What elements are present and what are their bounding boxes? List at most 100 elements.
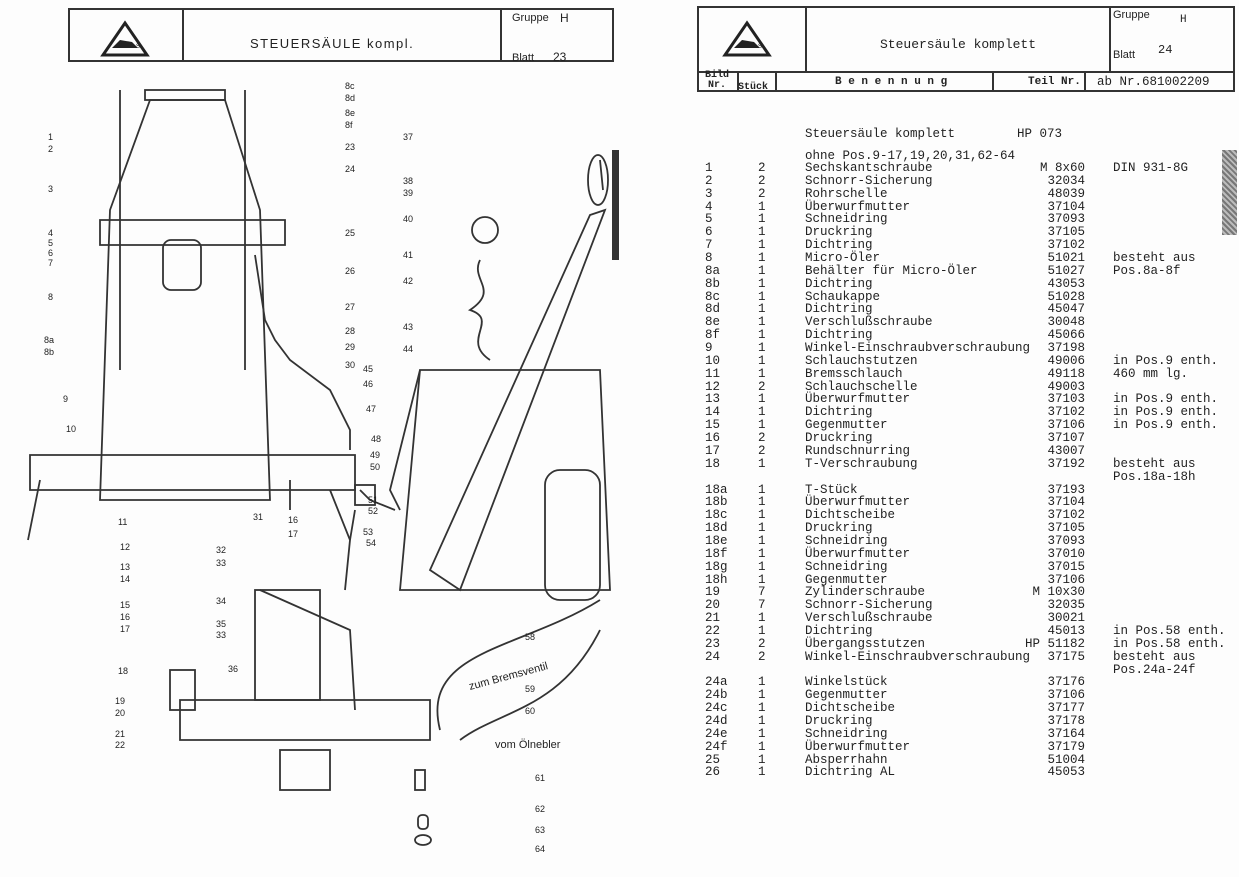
callout-label: 36 <box>228 664 238 674</box>
right-page-title: Steuersäule komplett <box>880 37 1037 52</box>
callout-label: 18 <box>118 666 128 676</box>
bild-nr-cell: 5 <box>705 212 713 227</box>
callout-label: 14 <box>120 574 130 584</box>
bild-nr-cell: 24b <box>705 688 728 703</box>
callout-label: 29 <box>345 342 355 352</box>
bild-nr-cell: 18g <box>705 559 728 574</box>
benennung-cell: Verschlußschraube <box>805 611 933 626</box>
callout-label: 7 <box>48 258 53 268</box>
stueck-cell: 1 <box>758 328 766 343</box>
callout-label: 2 <box>48 144 53 154</box>
callout-label: 50 <box>370 462 380 472</box>
stueck-cell: 1 <box>758 765 766 780</box>
stueck-cell: 7 <box>758 598 766 613</box>
callout-label: 8d <box>345 93 355 103</box>
blatt-label: Blatt <box>512 52 535 64</box>
benennung-cell: Schaukappe <box>805 289 881 304</box>
benennung-cell: Schlauchstutzen <box>805 353 918 368</box>
stueck-cell: 1 <box>758 688 766 703</box>
bild-nr-cell: 8d <box>705 302 721 317</box>
stueck-cell: 1 <box>758 263 766 278</box>
teil-nr-cell: 37176 <box>1047 675 1085 690</box>
bild-nr-cell: 18e <box>705 533 728 548</box>
column-header-teil-nr: Teil Nr. <box>1028 76 1081 88</box>
stueck-cell: 1 <box>758 418 766 433</box>
svg-text:S: S <box>136 44 140 50</box>
benennung-cell: Dichtring <box>805 623 873 638</box>
callout-label: 46 <box>363 379 373 389</box>
stueck-cell: 2 <box>758 636 766 651</box>
teil-nr-cell: HP 51182 <box>1024 636 1085 651</box>
stueck-cell: 2 <box>758 431 766 446</box>
benennung-cell: Druckring <box>805 431 873 446</box>
right-title-block <box>697 6 1235 92</box>
benennung-cell: Rohrschelle <box>805 186 888 201</box>
stueck-cell: 2 <box>758 649 766 664</box>
page-edge-mark <box>1222 150 1237 235</box>
benennung-cell: Druckring <box>805 225 873 240</box>
stueck-cell: 7 <box>758 585 766 600</box>
stueck-cell: 1 <box>758 726 766 741</box>
stueck-cell: 1 <box>758 238 766 253</box>
column-header-ab-nr: ab Nr.681002209 <box>1097 75 1210 89</box>
callout-label: 3 <box>48 184 53 194</box>
stueck-cell: 2 <box>758 186 766 201</box>
bild-nr-cell: 18b <box>705 495 728 510</box>
benennung-cell: Gegenmutter <box>805 572 888 587</box>
benennung-cell: Druckring <box>805 713 873 728</box>
benennung-cell: Behälter für Micro-Öler <box>805 263 978 278</box>
blatt-value: 24 <box>1158 43 1173 57</box>
callout-label: 24 <box>345 164 355 174</box>
blatt-label: Blatt <box>1113 49 1136 61</box>
table-row: Pos.24a-24f <box>0 663 1239 677</box>
bild-nr-cell: 12 <box>705 379 721 394</box>
teil-nr-cell: M 8x60 <box>1039 161 1085 175</box>
stueck-cell: 1 <box>758 353 766 368</box>
callout-label: 38 <box>403 176 413 186</box>
left-title-block <box>68 8 614 62</box>
bild-nr-cell: 22 <box>705 623 721 638</box>
callout-label: 49 <box>370 450 380 460</box>
teil-nr-cell: 37106 <box>1047 572 1085 587</box>
bild-nr-cell: 14 <box>705 405 721 420</box>
callout-label: 5 <box>48 238 53 248</box>
callout-label: 16 <box>120 612 130 622</box>
stueck-cell: 2 <box>758 379 766 394</box>
benennung-cell: Dichtring <box>805 238 873 253</box>
bild-nr-cell: 20 <box>705 598 721 613</box>
gruppe-label: Gruppe <box>1113 9 1150 21</box>
note-cell: Pos.18a-18h <box>1113 469 1196 484</box>
stueck-cell: 1 <box>758 302 766 317</box>
teil-nr-cell: 51028 <box>1047 289 1085 304</box>
callout-label: 33 <box>216 558 226 568</box>
gruppe-value: H <box>560 11 569 25</box>
page-edge-mark <box>612 150 619 260</box>
callout-label: 25 <box>345 228 355 238</box>
teil-nr-cell: 37106 <box>1047 688 1085 703</box>
teil-nr-cell: 30048 <box>1047 315 1085 330</box>
benennung-cell: Schlauchschelle <box>805 379 918 394</box>
bild-nr-cell: 8b <box>705 276 721 291</box>
callout-label: 53 <box>363 527 373 537</box>
teil-nr-cell: 37093 <box>1047 212 1085 227</box>
benennung-cell: Schneidring <box>805 559 888 574</box>
left-page-title: STEUERSÄULE kompl. <box>250 36 415 51</box>
note-cell: in Pos.9 enth. <box>1113 392 1219 407</box>
callout-label: 43 <box>403 322 413 332</box>
callout-label: 28 <box>345 326 355 336</box>
